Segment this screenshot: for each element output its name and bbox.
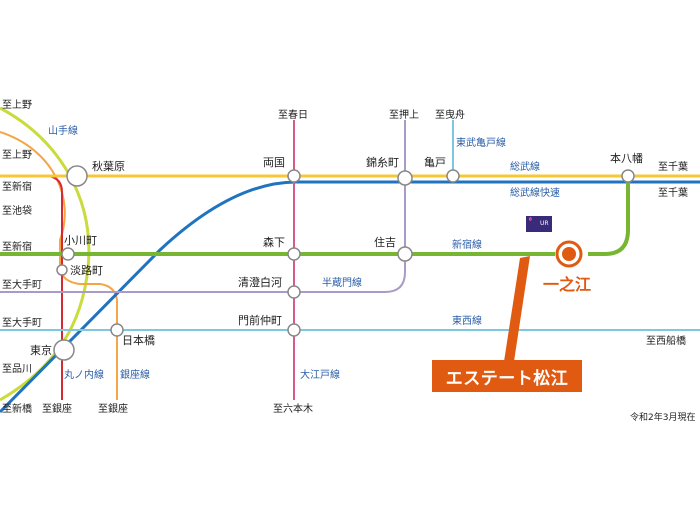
dir-ikebukuro: 至池袋 [2,204,32,217]
dir-nishi-funabashi: 至西船橋 [646,334,686,347]
station-monzen-label: 門前仲町 [238,313,282,327]
line-marunouchi-label: 丸ノ内線 [64,368,104,381]
dir-chiba-1: 至千葉 [658,160,688,173]
date-note: 令和2年3月現在 [630,411,695,423]
dir-ueno-1: 至上野 [2,99,32,111]
dir-otemachi-2: 至大手町 [2,316,42,329]
property-callout: エステート松江 [432,360,582,392]
station-kinshicho-marker [397,170,413,186]
line-ginza-label: 銀座線 [120,368,150,381]
ur-logo: ﾟ UR [526,216,552,232]
dir-ginza-2: 至銀座 [98,402,128,415]
ur-logo-text: UR [540,220,549,227]
dir-otemachi-1: 至大手町 [2,278,42,291]
line-tobu-kameido-label: 東武亀戸線 [456,136,506,149]
station-ryogoku-marker [287,169,301,183]
station-nihonbashi-marker [110,323,124,337]
station-awajicho-marker [56,264,68,276]
station-kinshicho-label: 錦糸町 [366,155,399,169]
station-monzen-marker [287,323,301,337]
station-ogawamachi-marker [61,247,75,261]
station-motoyawata-label: 本八幡 [610,151,643,165]
station-sumiyoshi-label: 住吉 [374,235,396,249]
dir-chiba-2: 至千葉 [658,186,688,199]
station-kameido-label: 亀戸 [424,155,446,169]
dir-kasuga: 至春日 [278,109,308,121]
dir-ginza-1: 至銀座 [42,402,72,415]
shinjuku-line-east [588,176,630,256]
station-awajicho-label: 淡路町 [70,264,103,277]
dir-shinagawa: 至品川 [2,363,32,375]
station-tokyo-label: 東京 [30,343,52,357]
line-tozai-label: 東西線 [452,314,482,327]
dir-shinjuku-1: 至新宿 [2,180,32,193]
line-hanzomon-label: 半蔵門線 [322,276,362,289]
station-morishita-marker [287,247,301,261]
dir-shinjuku-2: 至新宿 [2,240,32,253]
station-akihabara-marker [66,165,88,187]
station-kameido-marker [446,169,460,183]
line-sobu-rapid-label: 総武線快速 [510,186,560,199]
line-yamanote-label: 山手線 [48,124,78,137]
station-akihabara-label: 秋葉原 [92,159,125,173]
station-ogawamachi-label: 小川町 [64,234,97,247]
line-shinjuku-label: 新宿線 [452,238,482,251]
station-ichinoe-label: 一之江 [543,275,591,294]
dir-hikifune: 至曳舟 [435,108,465,121]
station-tokyo-marker [53,339,75,361]
station-nihonbashi-label: 日本橋 [122,333,155,347]
dir-ueno-2: 至上野 [2,149,32,161]
station-kiyosumi-marker [287,285,301,299]
dir-shinbashi: 至新橋 [2,402,32,415]
station-motoyawata-marker [621,169,635,183]
callout-pointer [503,256,530,368]
station-ryogoku-label: 両国 [263,156,285,169]
dir-roppongi: 至六本木 [273,402,313,415]
line-oedo-label: 大江戸線 [300,368,340,381]
hanzomon-line [0,120,406,293]
station-morishita-label: 森下 [263,235,285,249]
station-ichinoe-inner [562,247,576,261]
sobu-rapid-line [0,180,700,414]
dir-oshiage: 至押上 [389,108,419,121]
line-sobu-label: 総武線 [510,160,540,173]
station-kiyosumi-label: 清澄白河 [238,275,282,289]
ur-logo-mark-icon: ﾟ [529,217,535,230]
station-sumiyoshi-marker [397,246,413,262]
